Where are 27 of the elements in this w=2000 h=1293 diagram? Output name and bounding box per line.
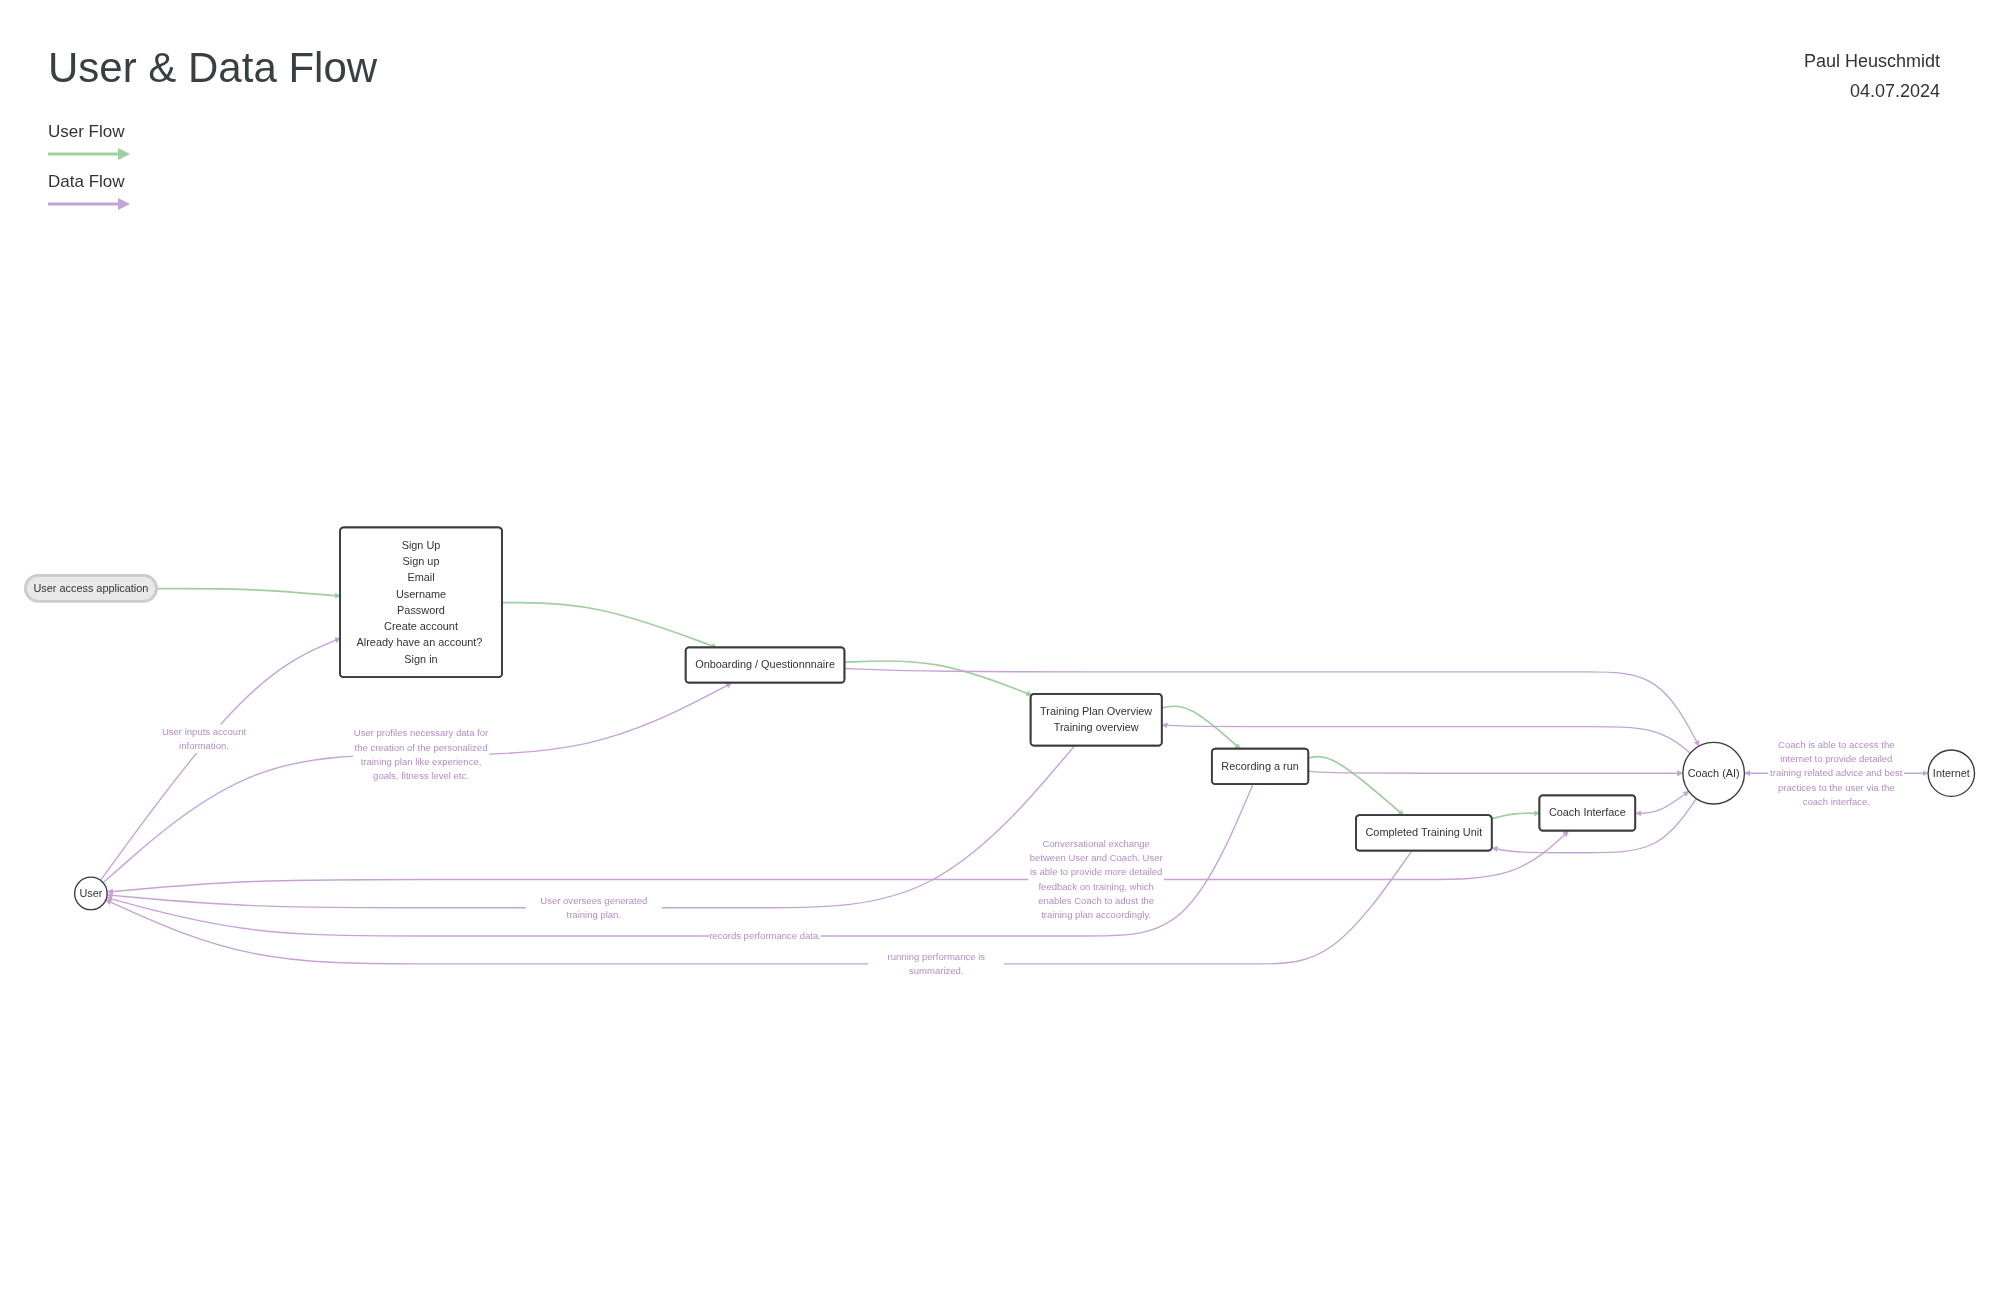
- node-circle: Coach (AI): [1682, 741, 1746, 805]
- edge-label: Coach is able to access the internet to provide detailed training related advice and best practices to the user via the coach interface.: [1770, 738, 1903, 807]
- edge-label: User inputs account information.: [161, 725, 247, 751]
- legend-label: Data Flow: [48, 172, 125, 192]
- arrow: [1491, 797, 1697, 854]
- author-name: Paul Heuschmidt: [1803, 50, 1940, 73]
- arrow: [107, 830, 1569, 895]
- node-circle: User: [73, 876, 108, 911]
- node-circle: Internet: [1927, 749, 1976, 797]
- edge-label: running performance is summarized.: [887, 950, 986, 976]
- arrow: [1161, 722, 1691, 754]
- legend-label: User Flow: [48, 122, 125, 142]
- edge-label: User profiles necessary data for the creation of the personalized training plan like experience, goals, fitness level etc.: [353, 727, 489, 782]
- arrow: [1635, 790, 1690, 816]
- arrow: [99, 637, 341, 881]
- arrow: [1491, 809, 1540, 820]
- date-text: 04.07.2024: [1848, 80, 1940, 103]
- arrow: [102, 682, 732, 884]
- edge-label: User oversees generated training plan.: [540, 894, 648, 920]
- arrow: [105, 849, 1413, 965]
- edge-label: records performance data.: [709, 929, 821, 941]
- diagram-title: User & Data Flow: [48, 44, 378, 92]
- edge-label: Conversational exchange between User and Coach. User is able to provide more detailed feedback on training, which enables Coach to adust the training plan accoordingly.: [1029, 837, 1163, 921]
- arrow: [501, 601, 718, 649]
- arrow: [1161, 704, 1241, 749]
- arrow: [106, 783, 1254, 937]
- arrow: [844, 667, 1700, 747]
